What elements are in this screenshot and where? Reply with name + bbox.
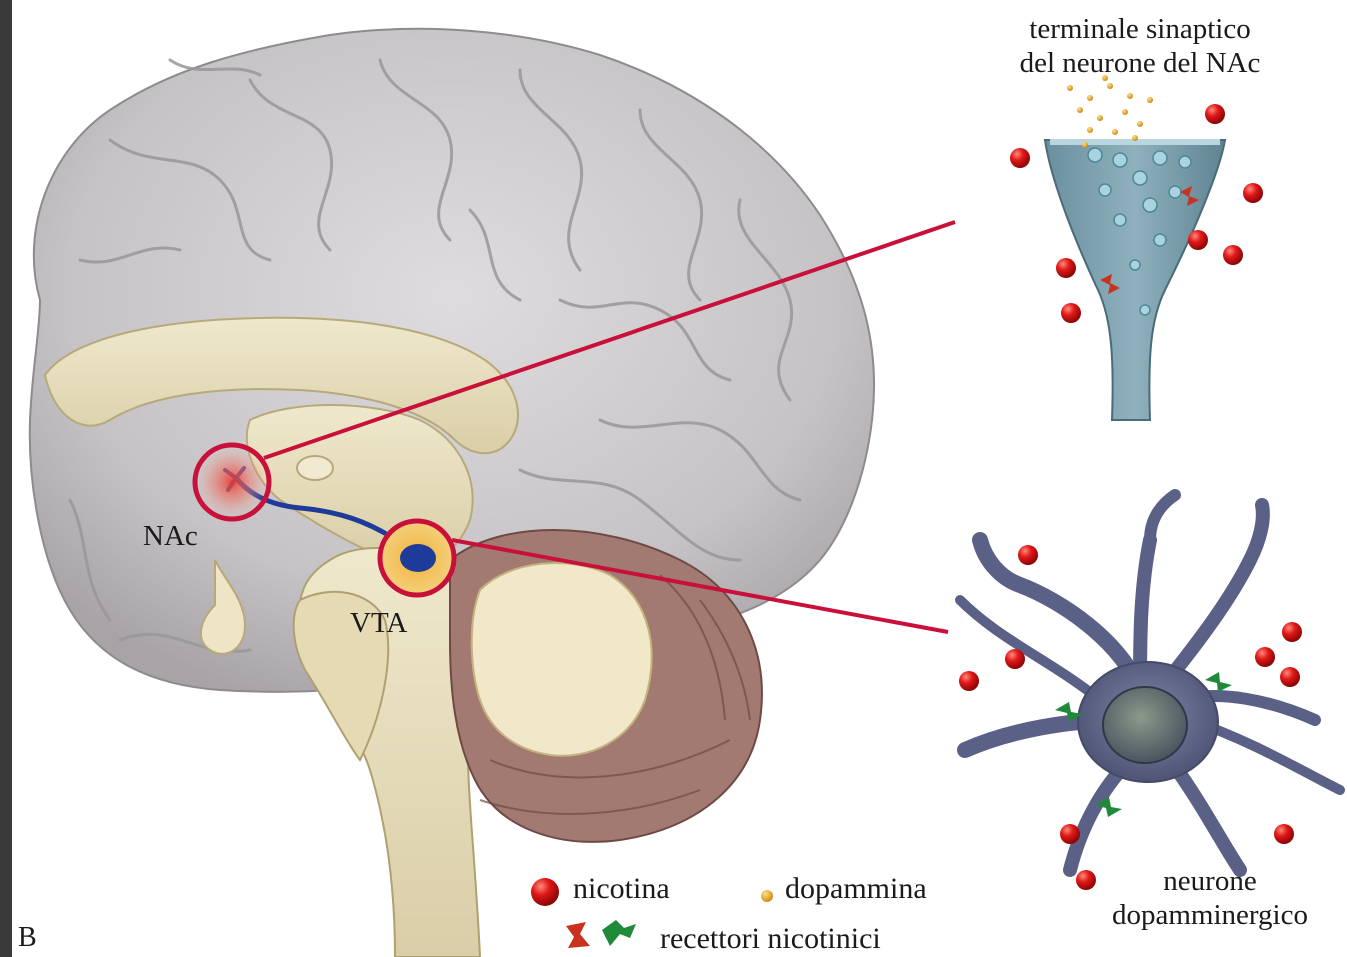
brain	[30, 29, 874, 957]
arbor-vitae	[472, 563, 652, 756]
green-receptor-legend-icon	[602, 920, 636, 946]
legend-receptors-label: recettori nicotinici	[660, 922, 881, 956]
mammillary-body	[297, 456, 333, 480]
dopamine-legend-icon	[761, 890, 773, 902]
released-dopamine	[1067, 75, 1153, 148]
synaptic-terminal-label-line2: del neurone del NAc	[955, 46, 1325, 80]
legend-dopamine-label: dopammina	[785, 872, 927, 906]
vta-label: VTA	[350, 607, 407, 640]
neuron-label-line2: dopamminergico	[1050, 898, 1347, 932]
neuron-label-line1: neurone	[1050, 864, 1347, 898]
neuron-nucleus	[1103, 687, 1187, 763]
synaptic-terminal-label: terminale sinaptico del neurone del NAc	[955, 12, 1325, 80]
figure-letter: B	[18, 922, 37, 954]
nicotine-legend-icon	[531, 878, 559, 906]
neuron-label: neurone dopamminergico	[1050, 864, 1347, 932]
legend-nicotine-label: nicotina	[573, 872, 670, 906]
red-receptor-legend-icon	[566, 922, 590, 948]
synaptic-terminal-label-line1: terminale sinaptico	[955, 12, 1325, 46]
nac-label: NAc	[143, 520, 198, 553]
vta-neurons	[400, 544, 436, 572]
